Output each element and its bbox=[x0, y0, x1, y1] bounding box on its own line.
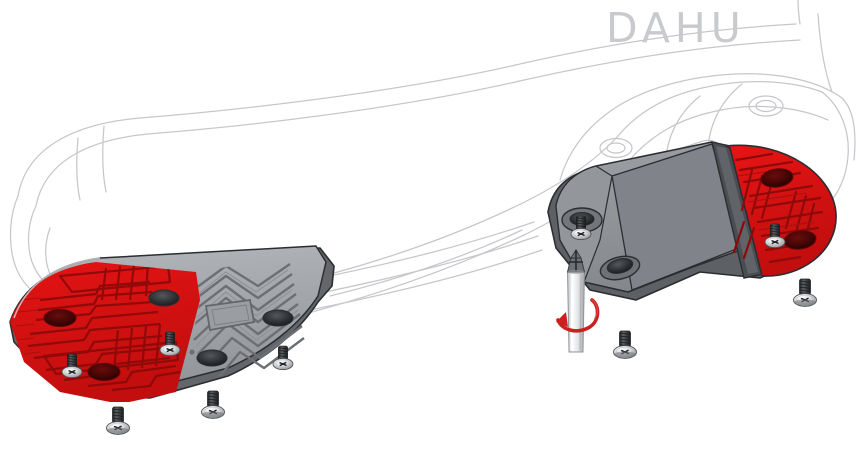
screw-recess bbox=[760, 168, 794, 188]
right-heel-plate bbox=[547, 141, 837, 301]
phillips-screwdriver bbox=[566, 249, 586, 353]
left-sole-plate bbox=[9, 245, 335, 402]
screw-recess bbox=[43, 308, 77, 328]
screw-recess bbox=[148, 289, 180, 307]
screw-recess bbox=[196, 349, 228, 367]
screw-recess bbox=[606, 258, 634, 274]
screw-recess bbox=[262, 309, 294, 327]
screw-recess bbox=[87, 362, 121, 382]
rotation-arrow-ccw bbox=[556, 298, 600, 333]
brand-wordmark: DAHU bbox=[606, 4, 746, 52]
